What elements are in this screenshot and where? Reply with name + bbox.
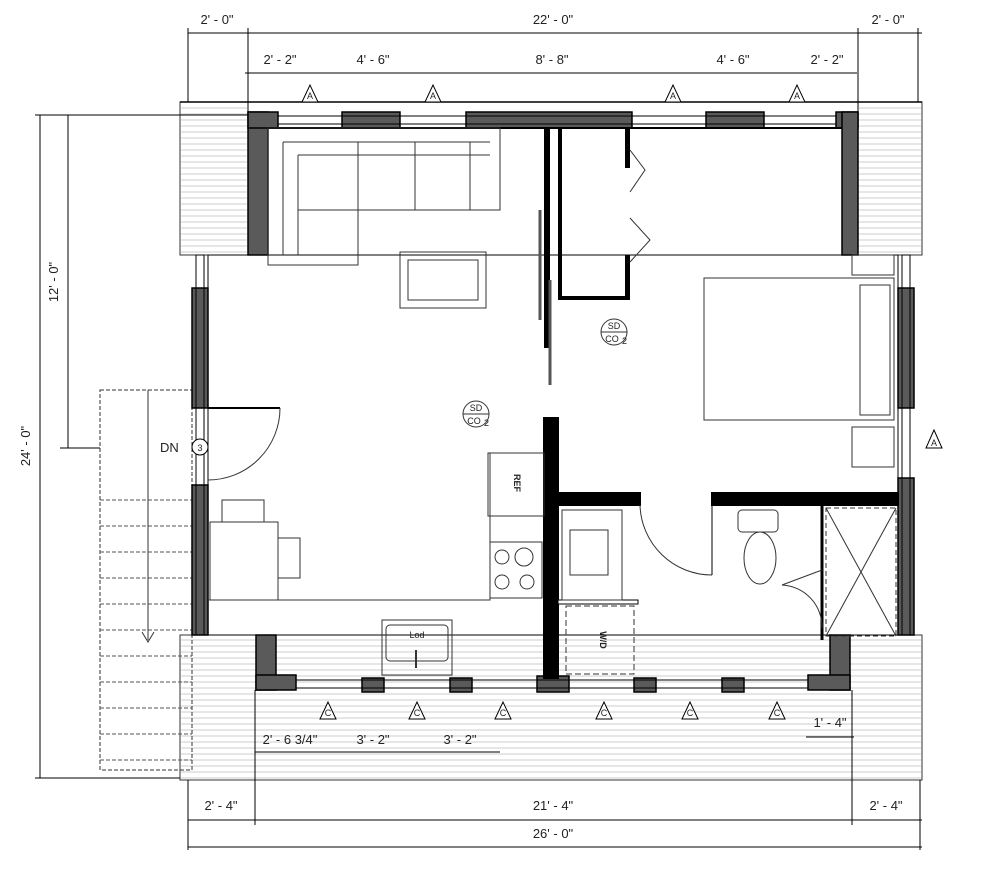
dim-top-window-5: 2' - 2": [810, 52, 843, 67]
window-tag-letter: C: [500, 708, 507, 718]
interior-walls: [538, 128, 899, 679]
svg-text:Lod: Lod: [409, 630, 424, 640]
dim-top-window-3: 8' - 8": [535, 52, 568, 67]
window-tag-c: C: [319, 700, 337, 720]
window-tag-right: A: [925, 428, 943, 449]
window-tag-c: C: [681, 700, 699, 720]
svg-text:W/D: W/D: [598, 631, 608, 649]
dim-top-overall-left: 2' - 0": [200, 12, 233, 27]
svg-text:2: 2: [484, 418, 489, 428]
window-tag-a: A: [424, 83, 442, 103]
dim-bottom-seg-center: 21' - 4": [533, 798, 574, 813]
kitchen-counter: [208, 452, 545, 601]
window-tag-letter: C: [774, 708, 781, 718]
dimensions: [35, 28, 922, 850]
window-tag-letter: A: [307, 91, 313, 101]
dim-top-overall-right: 2' - 0": [871, 12, 904, 27]
window-tag-a: A: [788, 83, 806, 103]
dining-table: [209, 499, 301, 601]
smoke-detector-living: SD CO 2: [462, 400, 490, 428]
refrigerator-label: REF: [512, 474, 522, 493]
stair-tag: 3: [197, 443, 202, 453]
svg-text:SD: SD: [470, 403, 483, 413]
porch-top-left: [179, 101, 249, 256]
dim-bottom-overall: 26' - 0": [533, 826, 574, 841]
exterior-walls: [191, 111, 915, 693]
dim-bottom-seg-right: 2' - 4": [869, 798, 902, 813]
svg-text:A: A: [931, 438, 937, 448]
window-tag-letter: A: [794, 91, 800, 101]
window-tag-letter: C: [601, 708, 608, 718]
dim-left-partial: 12' - 0": [46, 261, 61, 302]
bath-door: [639, 504, 713, 576]
entry-door: [207, 407, 281, 481]
dim-bottom-window-2: 3' - 2": [356, 732, 389, 747]
window-tag-c: C: [408, 700, 426, 720]
window-tag-c: C: [595, 700, 613, 720]
dim-bottom-window-3: 3' - 2": [443, 732, 476, 747]
window-tag-letter: A: [430, 91, 436, 101]
window-tag-letter: C: [687, 708, 694, 718]
window-tag-letter: A: [670, 91, 676, 101]
svg-text:2: 2: [622, 336, 627, 346]
shower: [825, 507, 897, 637]
window-tag-a: A: [664, 83, 682, 103]
dim-top-window-1: 2' - 2": [263, 52, 296, 67]
dim-bottom-door-offset: 1' - 4": [813, 715, 846, 730]
dim-top-window-2: 4' - 6": [356, 52, 389, 67]
toilet: [737, 509, 779, 585]
coffee-table: [399, 251, 487, 309]
washer-dryer: W/D: [565, 605, 635, 675]
smoke-detector-bedroom: SD CO 2: [600, 318, 628, 346]
bath-vanity: [561, 509, 623, 601]
svg-text:SD: SD: [608, 321, 621, 331]
window-tag-letter: C: [325, 708, 332, 718]
dim-bottom-seg-left: 2' - 4": [204, 798, 237, 813]
kitchen-sink: Lod: [381, 619, 453, 676]
window-tag-c: C: [768, 700, 786, 720]
svg-text:CO: CO: [467, 416, 481, 426]
dim-top-window-4: 4' - 6": [716, 52, 749, 67]
dim-bottom-window-1: 2' - 6 3/4": [263, 732, 318, 747]
bed: [703, 254, 895, 468]
sectional-sofa: [267, 127, 501, 266]
window-tag-a: A: [301, 83, 319, 103]
porch-top-right: [857, 101, 923, 256]
stair-down-label: DN: [160, 440, 179, 455]
dim-left-overall: 24' - 0": [18, 425, 33, 466]
window-tag-c: C: [494, 700, 512, 720]
dim-top-overall-center: 22' - 0": [533, 12, 574, 27]
shower-door: [781, 569, 823, 629]
svg-text:CO: CO: [605, 334, 619, 344]
window-tag-letter: C: [414, 708, 421, 718]
